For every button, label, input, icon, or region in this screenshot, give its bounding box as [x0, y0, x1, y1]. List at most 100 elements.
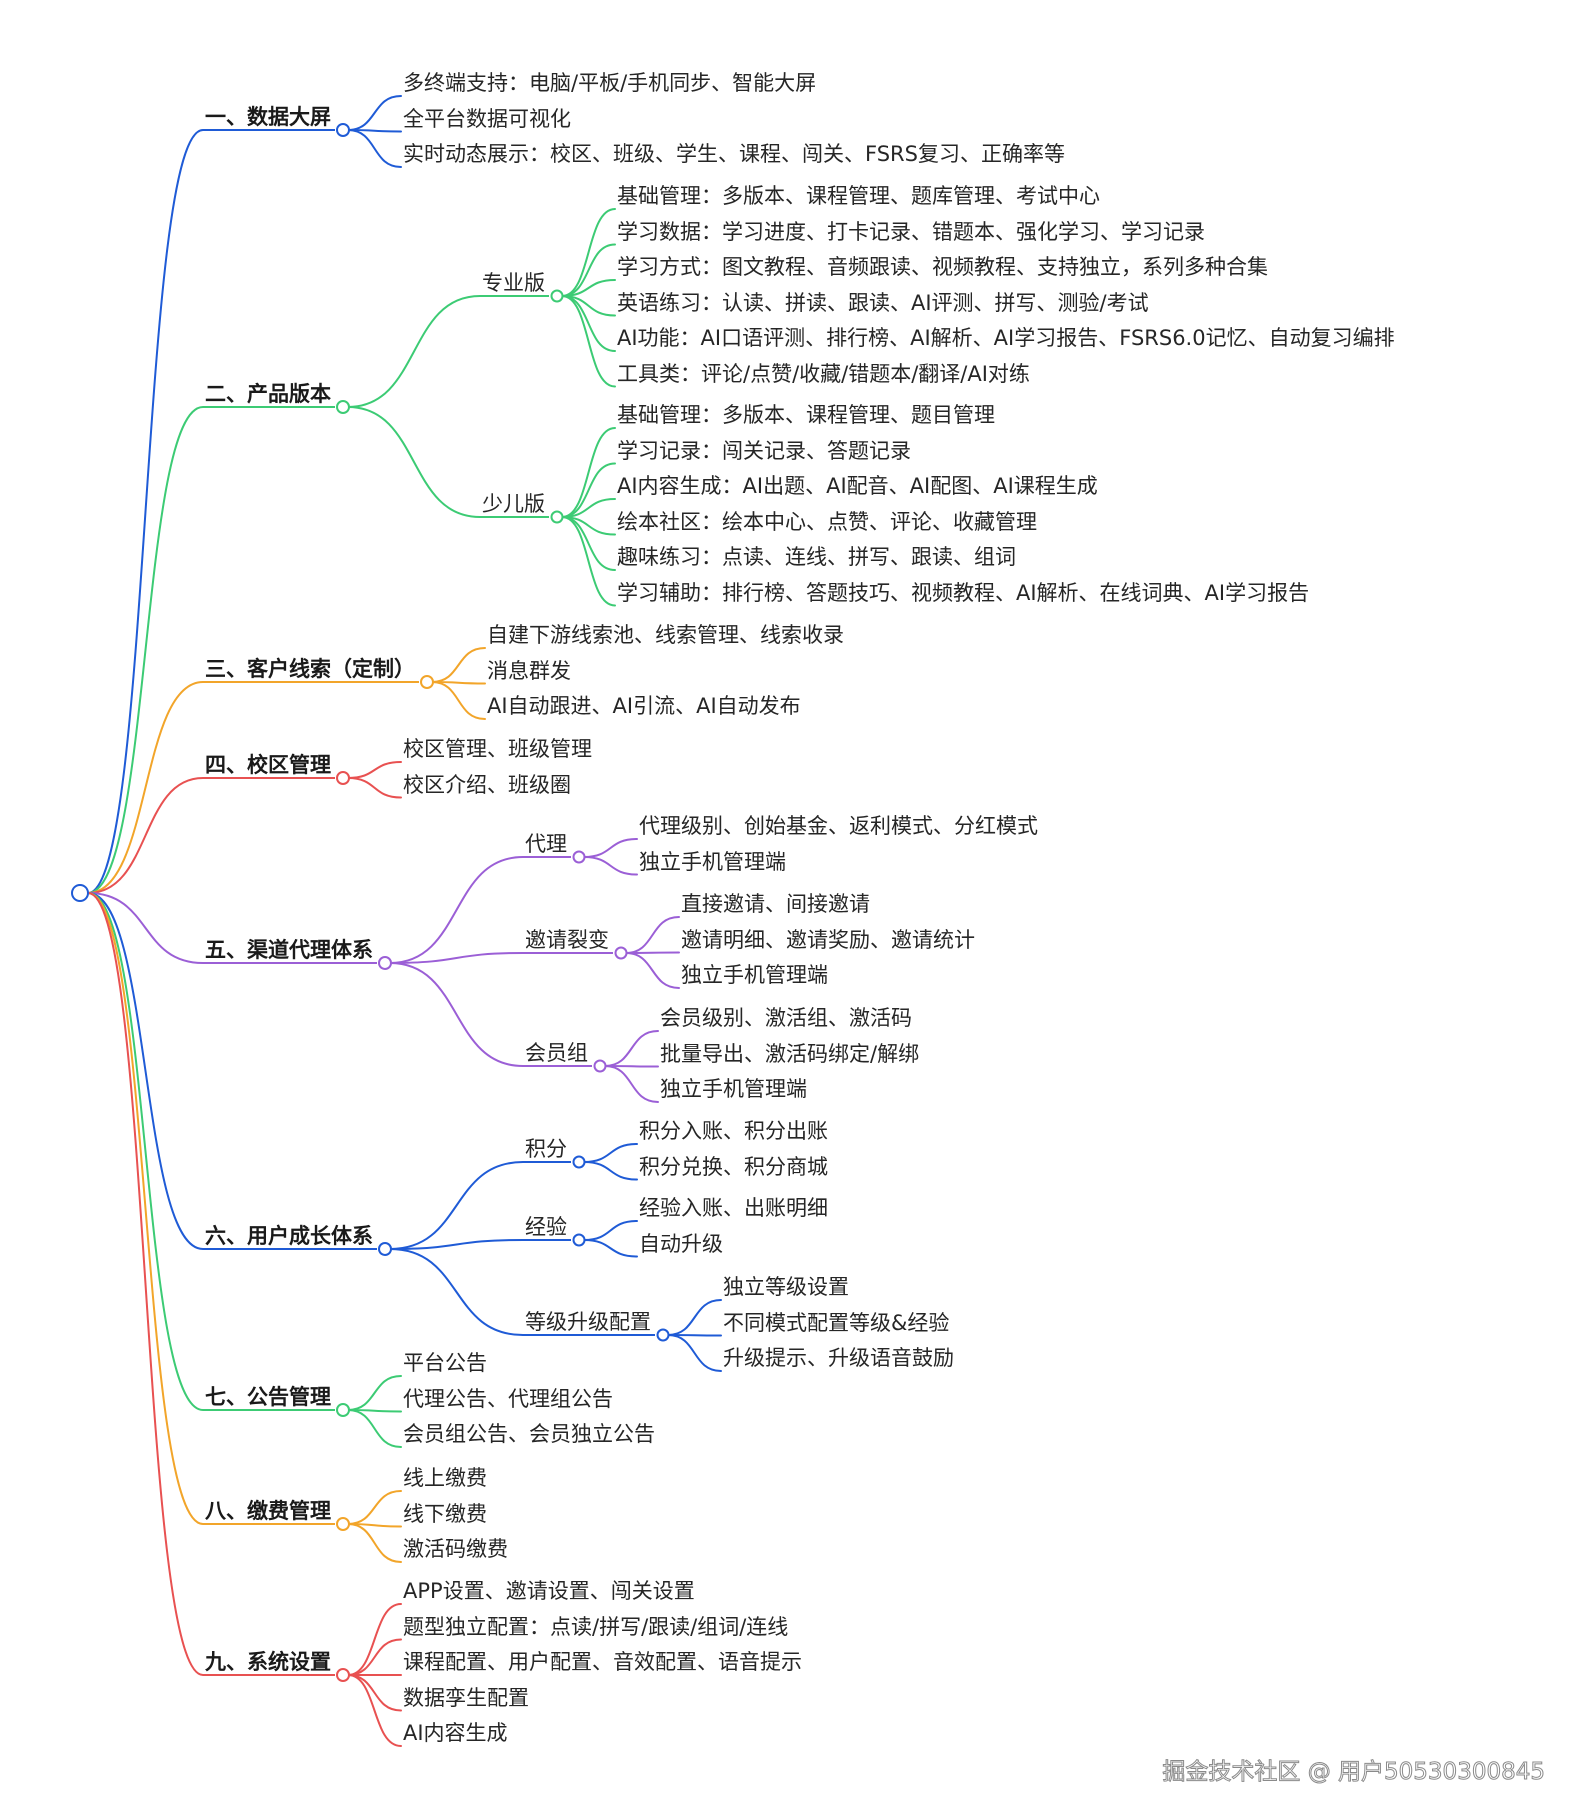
- sub-branch-leaf[interactable]: 独立手机管理端: [660, 1077, 807, 1101]
- branch-leaf[interactable]: AI自动跟进、AI引流、AI自动发布: [487, 694, 801, 718]
- sub-branch-leaf[interactable]: 邀请明细、邀请奖励、邀请统计: [681, 927, 975, 952]
- branch-leaf[interactable]: 校区管理、班级管理: [403, 737, 592, 761]
- sub-branch-leaf[interactable]: 学习辅助：排行榜、答题技巧、视频教程、AI解析、在线词典、AI学习报告: [617, 580, 1310, 605]
- branch-leaf[interactable]: 会员组公告、会员独立公告: [403, 1422, 655, 1446]
- mindmap-edge: [561, 208, 616, 297]
- sub-branch-leaf[interactable]: 升级提示、升级语音鼓励: [723, 1346, 954, 1370]
- mindmap-edge: [583, 1220, 638, 1241]
- branch-label[interactable]: 三、客户线索（定制）: [205, 657, 415, 681]
- mindmap-edge: [87, 129, 204, 894]
- branch-node-dot[interactable]: [378, 1242, 392, 1256]
- sub-branch-leaf[interactable]: 独立等级设置: [723, 1275, 849, 1299]
- sub-branch-label[interactable]: 等级升级配置: [525, 1310, 651, 1334]
- sub-branch-leaf[interactable]: 批量导出、激活码绑定/解绑: [660, 1041, 920, 1066]
- sub-branch-leaf[interactable]: 基础管理：多版本、课程管理、题库管理、考试中心: [617, 184, 1100, 208]
- sub-branch-leaf[interactable]: 不同模式配置等级&经验: [723, 1310, 950, 1335]
- branch-leaf[interactable]: 线下缴费: [403, 1501, 487, 1526]
- branch-leaf[interactable]: 平台公告: [403, 1351, 487, 1375]
- sub-branch-leaf[interactable]: 积分兑换、积分商城: [639, 1154, 828, 1179]
- root-node-circle[interactable]: [71, 884, 89, 902]
- branch-leaf[interactable]: 线上缴费: [403, 1466, 487, 1490]
- branch-node-dot[interactable]: [336, 400, 350, 414]
- sub-branch-node-dot[interactable]: [656, 1328, 670, 1342]
- sub-branch-leaf[interactable]: 学习方式：图文教程、音频跟读、视频教程、支持独立，系列多种合集: [617, 255, 1268, 279]
- sub-branch-leaf[interactable]: AI内容生成：AI出题、AI配音、AI配图、AI课程生成: [617, 474, 1098, 498]
- branch-label[interactable]: 四、校区管理: [205, 753, 331, 777]
- sub-branch-leaf[interactable]: 学习数据：学习进度、打卡记录、错题本、强化学习、学习记录: [617, 219, 1205, 244]
- sub-branch-leaf[interactable]: 趣味练习：点读、连线、拼写、跟读、组词: [617, 545, 1016, 569]
- branch-label[interactable]: 一、数据大屏: [205, 105, 331, 129]
- branch-label[interactable]: 五、渠道代理体系: [205, 938, 373, 962]
- branch-leaf[interactable]: 课程配置、用户配置、音效配置、语音提示: [403, 1650, 802, 1674]
- sub-branch-node-dot[interactable]: [572, 1155, 586, 1169]
- sub-branch-leaf[interactable]: 独立手机管理端: [681, 963, 828, 987]
- sub-branch-label[interactable]: 少儿版: [482, 492, 545, 516]
- sub-branch-node-dot[interactable]: [572, 850, 586, 864]
- mindmap-edge: [347, 1603, 402, 1676]
- sub-branch-label[interactable]: 经验: [525, 1215, 567, 1239]
- sub-branch-leaf[interactable]: 会员级别、激活组、激活码: [660, 1006, 912, 1030]
- mindmap-edge: [347, 761, 402, 779]
- branch-node-dot[interactable]: [420, 675, 434, 689]
- branch-node-dot[interactable]: [336, 1668, 350, 1682]
- branch-label[interactable]: 八、缴费管理: [205, 1499, 331, 1523]
- sub-branch-node-dot[interactable]: [572, 1233, 586, 1247]
- mindmap-edge: [561, 462, 616, 518]
- branch-label[interactable]: 二、产品版本: [205, 382, 331, 406]
- mindmap-edge: [583, 856, 638, 876]
- branch-leaf[interactable]: 题型独立配置：点读/拼写/跟读/组词/连线: [403, 1614, 789, 1639]
- sub-branch-label[interactable]: 积分: [525, 1137, 567, 1161]
- sub-branch-label[interactable]: 会员组: [525, 1041, 588, 1065]
- branch-leaf[interactable]: 校区介绍、班级圈: [403, 772, 571, 797]
- mindmap-edge: [347, 1674, 402, 1747]
- branch-leaf[interactable]: APP设置、邀请设置、闯关设置: [403, 1579, 695, 1603]
- sub-branch-leaf[interactable]: 自动升级: [639, 1231, 723, 1256]
- sub-branch-node-dot[interactable]: [614, 946, 628, 960]
- sub-branch-label[interactable]: 专业版: [482, 271, 545, 295]
- mindmap-edge: [347, 95, 402, 131]
- sub-branch-label[interactable]: 代理: [525, 832, 567, 856]
- mindmap-edge: [347, 1490, 402, 1525]
- branch-leaf[interactable]: 激活码缴费: [403, 1537, 508, 1561]
- sub-branch-leaf[interactable]: 积分入账、积分出账: [639, 1119, 828, 1143]
- branch-node-dot[interactable]: [336, 123, 350, 137]
- watermark: 掘金技术社区 @ 用户50530300845: [1162, 1759, 1546, 1786]
- sub-branch-leaf[interactable]: 基础管理：多版本、课程管理、题目管理: [617, 403, 995, 427]
- mindmap-edge: [347, 406, 481, 518]
- mindmap-edge: [583, 1161, 638, 1181]
- branch-leaf[interactable]: 代理公告、代理组公告: [403, 1386, 613, 1411]
- mindmap-edge: [561, 295, 616, 388]
- branch-label[interactable]: 六、用户成长体系: [205, 1224, 373, 1248]
- branch-leaf[interactable]: AI内容生成: [403, 1721, 508, 1745]
- branch-node-dot[interactable]: [378, 956, 392, 970]
- branch-leaf[interactable]: 消息群发: [487, 658, 571, 683]
- branch-leaf[interactable]: 自建下游线索池、线索管理、线索收录: [487, 623, 844, 647]
- mindmap-edge: [87, 777, 204, 894]
- branch-node-dot[interactable]: [336, 771, 350, 785]
- branch-node-dot[interactable]: [336, 1403, 350, 1417]
- sub-branch-leaf[interactable]: 工具类：评论/点赞/收藏/错题本/翻译/AI对练: [617, 361, 1030, 386]
- branch-leaf[interactable]: 多终端支持：电脑/平板/手机同步、智能大屏: [403, 71, 817, 95]
- sub-branch-leaf[interactable]: 直接邀请、间接邀请: [681, 892, 870, 916]
- branch-label[interactable]: 七、公告管理: [205, 1385, 331, 1409]
- mindmap-edge: [561, 243, 616, 297]
- sub-branch-node-dot[interactable]: [550, 289, 564, 303]
- sub-branch-node-dot[interactable]: [550, 510, 564, 524]
- branch-label[interactable]: 九、系统设置: [205, 1650, 331, 1674]
- branch-leaf[interactable]: 数据孪生配置: [403, 1685, 529, 1710]
- mindmap-edge: [347, 1375, 402, 1411]
- sub-branch-leaf[interactable]: AI功能：AI口语评测、排行榜、AI解析、AI学习报告、FSRS6.0记忆、自动…: [617, 326, 1395, 350]
- mindmap-edge: [583, 1143, 638, 1163]
- branch-leaf[interactable]: 实时动态展示：校区、班级、学生、课程、闯关、FSRS复习、正确率等: [403, 142, 1065, 166]
- sub-branch-leaf[interactable]: 代理级别、创始基金、返利模式、分红模式: [639, 814, 1038, 838]
- branch-node-dot[interactable]: [336, 1517, 350, 1531]
- sub-branch-leaf[interactable]: 英语练习：认读、拼读、跟读、AI评测、拼写、测验/考试: [617, 290, 1149, 315]
- sub-branch-leaf[interactable]: 绘本社区：绘本中心、点赞、评论、收藏管理: [617, 509, 1037, 534]
- mindmap-edge: [87, 892, 204, 964]
- sub-branch-label[interactable]: 邀请裂变: [525, 928, 609, 952]
- sub-branch-leaf[interactable]: 独立手机管理端: [639, 849, 786, 874]
- branch-leaf[interactable]: 全平台数据可视化: [403, 106, 571, 131]
- sub-branch-leaf[interactable]: 学习记录：闯关记录、答题记录: [617, 438, 911, 463]
- sub-branch-leaf[interactable]: 经验入账、出账明细: [639, 1196, 828, 1220]
- sub-branch-node-dot[interactable]: [593, 1059, 607, 1073]
